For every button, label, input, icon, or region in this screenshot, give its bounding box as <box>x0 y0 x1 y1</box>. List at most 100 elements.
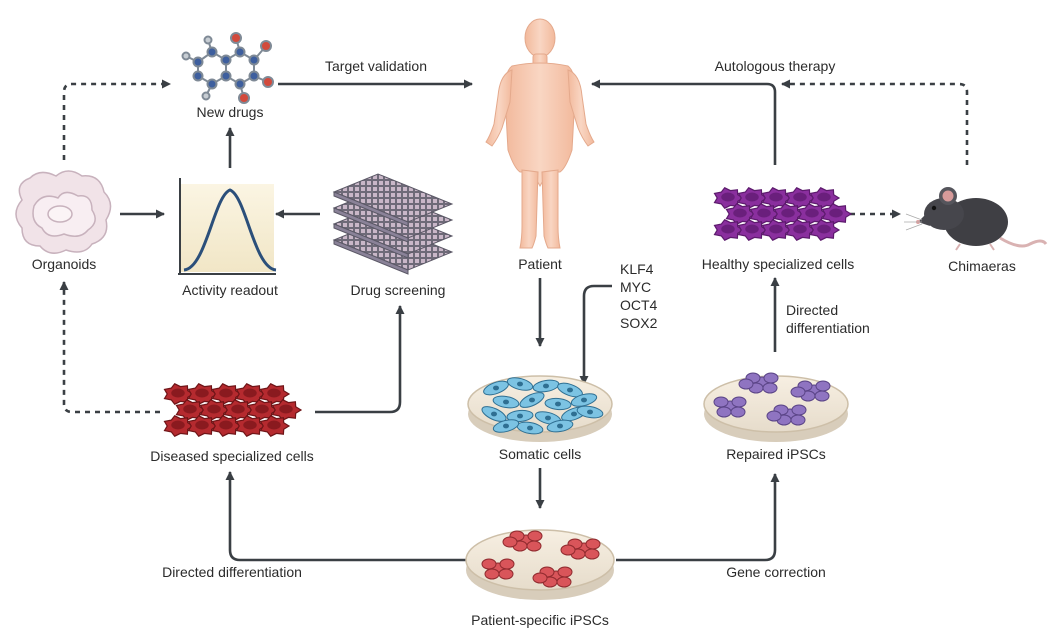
label-chimaeras: Chimaeras <box>948 258 1016 274</box>
healthy-cell-nucleus <box>721 192 735 202</box>
healthy-cell-nucleus <box>817 224 831 234</box>
healthy-cell-nucleus <box>721 224 735 234</box>
molecule-icon <box>181 32 274 104</box>
diseased-cell-nucleus <box>243 388 257 398</box>
repaired-ipsc-cell <box>791 404 807 416</box>
somatic-cell-nucleus <box>543 383 549 389</box>
repaired-ipscs-dish <box>703 372 849 442</box>
patient-ipsc-cell <box>585 538 601 550</box>
arrow-organoids-to-drugs <box>62 79 171 160</box>
healthy-cell-nucleus <box>793 224 807 234</box>
patient-ipsc-cell <box>499 558 515 570</box>
healthy-cell-nucleus <box>829 208 843 218</box>
label-directed-differentiation-bottom: Directed differentiation <box>162 564 302 580</box>
healthy-cell-nucleus <box>745 224 759 234</box>
somatic-cell-nucleus <box>503 399 509 405</box>
label-directed-differentiation-right-line1: Directed <box>786 302 839 318</box>
healthy-cell-nucleus <box>793 192 807 202</box>
arrows <box>59 79 969 562</box>
healthy-cell-nucleus <box>733 208 747 218</box>
diseased-cell-nucleus <box>279 404 293 414</box>
patient-ipsc-cell <box>557 566 573 578</box>
diseased-cell-nucleus <box>195 388 209 398</box>
diseased-cell-nucleus <box>219 388 233 398</box>
patient-ipsc-cell <box>527 530 543 542</box>
arrow-diseased-to-organoids <box>59 281 160 414</box>
repaired-ipsc-cell <box>730 406 746 418</box>
patient-ipsc-cell <box>532 572 548 584</box>
repaired-ipsc-cell <box>713 396 729 408</box>
repaired-ipsc-cell <box>763 372 779 384</box>
somatic-cell-nucleus <box>581 397 587 403</box>
patient-ipsc-cell <box>556 576 572 588</box>
diseased-cell-nucleus <box>267 420 281 430</box>
healthy-cell-nucleus <box>757 208 771 218</box>
healthy-cell-nucleus <box>769 224 783 234</box>
somatic-cell-nucleus <box>517 413 523 419</box>
repaired-ipsc-cell <box>731 396 747 408</box>
patient-ipsc-cell <box>560 544 576 556</box>
reprogramming-factors: KLF4 MYC OCT4 SOX2 <box>620 260 657 332</box>
label-diseased-cells: Diseased specialized cells <box>150 448 314 464</box>
arrow-chimaeras-dashed <box>781 79 969 165</box>
diseased-cell-nucleus <box>255 404 269 414</box>
factor-sox2: SOX2 <box>620 315 658 331</box>
factor-myc: MYC <box>620 279 652 295</box>
label-healthy-cells: Healthy specialized cells <box>701 256 855 272</box>
patient-ipsc-cell <box>584 548 600 560</box>
arrow-autologous-therapy <box>591 79 777 165</box>
somatic-cell-nucleus <box>555 401 561 407</box>
somatic-cell-nucleus <box>557 423 563 429</box>
patient-ipsc-cell <box>484 568 500 580</box>
somatic-cell-nucleus <box>571 411 577 417</box>
healthy-cell-nucleus <box>745 192 759 202</box>
organoids-icon <box>15 170 112 254</box>
repaired-ipsc-cell <box>815 380 831 392</box>
factor-oct4: OCT4 <box>620 297 658 313</box>
diseased-cell-nucleus <box>171 420 185 430</box>
label-patient-ipscs: Patient-specific iPSCs <box>471 612 609 628</box>
arrow-ipscs-to-repaired <box>616 473 780 562</box>
patient-figure <box>485 18 595 249</box>
somatic-cell-nucleus <box>517 381 523 387</box>
somatic-cell-nucleus <box>545 415 551 421</box>
somatic-cell-nucleus <box>527 425 533 431</box>
repaired-ipsc-cell <box>790 386 806 398</box>
diseased-cell-nucleus <box>243 420 257 430</box>
somatic-cells-dish <box>467 375 613 442</box>
factor-klf4: KLF4 <box>620 261 654 277</box>
mouse-icon <box>904 187 1048 251</box>
healthy-cells-cluster <box>713 187 853 241</box>
somatic-cell-nucleus <box>491 411 497 417</box>
label-drug-screening: Drug screening <box>350 282 446 298</box>
healthy-cell-nucleus <box>805 208 819 218</box>
diseased-cell-nucleus <box>195 420 209 430</box>
diseased-cell-nucleus <box>183 404 197 414</box>
patient-ipsc-cell <box>481 558 497 570</box>
arrow-factors-to-somatic <box>579 284 612 385</box>
somatic-cell-nucleus <box>567 387 573 393</box>
patient-ipsc-cell <box>498 568 514 580</box>
label-gene-correction: Gene correction <box>726 564 826 580</box>
repaired-ipsc-cell <box>738 378 754 390</box>
repaired-ipsc-cell <box>766 410 782 422</box>
label-repaired-ipscs: Repaired iPSCs <box>726 446 826 462</box>
healthy-cell-nucleus <box>769 192 783 202</box>
somatic-cell-nucleus <box>587 409 593 415</box>
diseased-cell-nucleus <box>219 420 233 430</box>
diseased-cell-nucleus <box>207 404 221 414</box>
diseased-cell-nucleus <box>171 388 185 398</box>
diseased-cell-nucleus <box>231 404 245 414</box>
repaired-ipsc-cell <box>790 414 806 426</box>
repaired-ipsc-cell <box>814 390 830 402</box>
arrow-diseased-to-screening <box>315 305 405 414</box>
somatic-cell-nucleus <box>529 397 535 403</box>
patient-ipsc-cell <box>526 540 542 552</box>
healthy-cell-nucleus <box>817 192 831 202</box>
label-organoids: Organoids <box>31 256 97 272</box>
drug-screening-plates <box>332 173 454 275</box>
label-target-validation: Target validation <box>325 58 427 74</box>
diseased-cells-cluster <box>163 383 303 437</box>
